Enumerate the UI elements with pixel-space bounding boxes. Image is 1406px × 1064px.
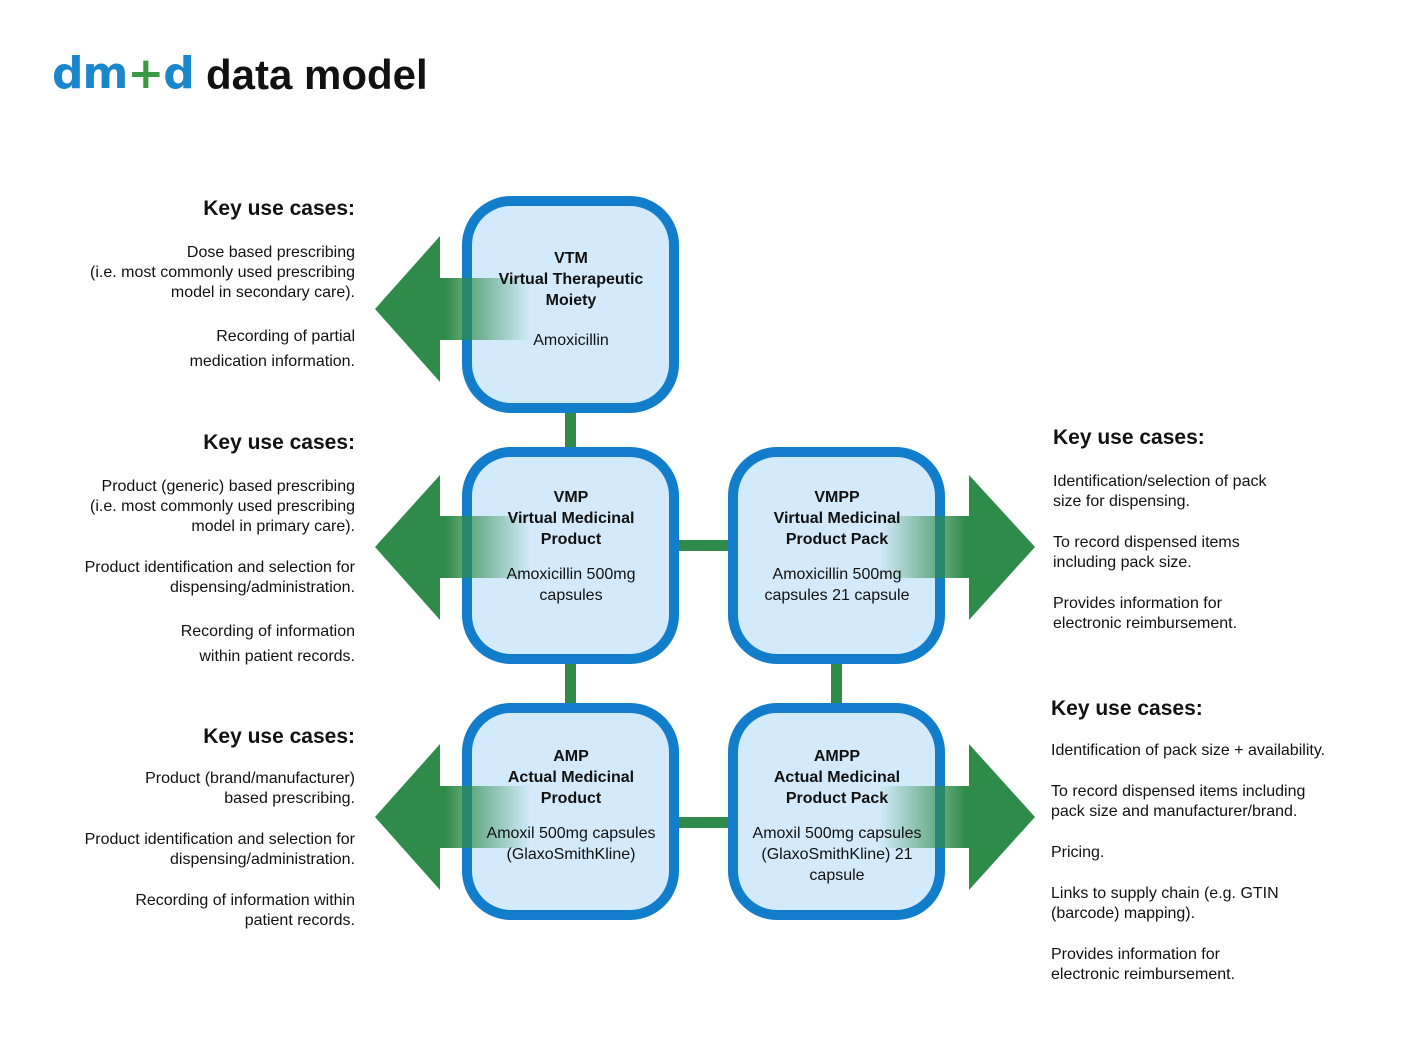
connector-vtm-vmp [565,400,576,464]
connector-amp-ampp [670,817,738,828]
amp-use-case: Product (brand/manufacturer) based presc… [145,770,355,807]
logo-plus: + [127,48,164,99]
vmpp-right-arrow [880,475,1035,620]
dmd-logo: dm+d [52,48,195,100]
vmp-use-case: Product (generic) based prescribing (i.e… [90,478,355,535]
vmp-header: VMP Virtual Medicinal Product [507,489,635,548]
vtm-use-case: Dose based prescribing (i.e. most common… [90,244,355,301]
vmp-box: VMP Virtual Medicinal Product Amoxicilli… [482,487,660,665]
amp-use-cases-heading: Key use cases: [203,725,355,748]
vmpp-use-case: Identification/selection of pack size fo… [1053,473,1267,510]
vmpp-box: VMPP Virtual Medicinal Product Pack Amox… [748,487,926,665]
vmp-use-case: Recording of information within patient … [180,623,355,665]
connector-vmpp-ampp [831,652,842,716]
amp-example: Amoxil 500mg capsules (GlaxoSmithKline) [486,825,656,863]
vtm-use-cases: Key use cases: Dose based prescribing (i… [35,197,355,395]
ampp-use-case: Links to supply chain (e.g. GTIN (barcod… [1051,885,1279,922]
logo-dm: dm [52,48,128,99]
ampp-header: AMPP Actual Medicinal Product Pack [773,748,901,807]
vmpp-use-case: Provides information for electronic reim… [1053,595,1238,632]
vtm-use-cases-heading: Key use cases: [203,197,355,220]
ampp-use-case: Identification of pack size + availabili… [1051,742,1326,759]
vmpp-use-cases-heading: Key use cases: [1053,426,1205,449]
vmp-use-cases-heading: Key use cases: [203,431,355,454]
amp-box: AMP Actual Medicinal Product Amoxil 500m… [482,746,660,924]
page-title: data model [206,51,428,98]
ampp-use-cases: Key use cases: Identification of pack si… [1051,697,1391,1006]
amp-use-case: Recording of information within patient … [135,892,355,929]
vtm-use-case: Recording of partial medication informat… [189,328,355,370]
vmpp-example: Amoxicillin 500mg capsules 21 capsule [764,566,910,604]
vmp-example: Amoxicillin 500mg capsules [506,566,636,604]
ampp-use-case: To record dispensed items including pack… [1051,783,1306,820]
logo-d: d [163,48,194,99]
vmpp-use-case: To record dispensed items including pack… [1053,534,1240,571]
ampp-box: AMPP Actual Medicinal Product Pack Amoxi… [742,746,932,924]
vtm-left-arrow [375,236,530,382]
ampp-use-case: Provides information for electronic reim… [1051,946,1236,983]
vmpp-header: VMPP Virtual Medicinal Product Pack [773,489,901,548]
amp-header: AMP Actual Medicinal Product [507,748,635,807]
amp-use-cases: Key use cases: Product (brand/manufactur… [35,725,355,952]
ampp-use-case: Pricing. [1051,844,1105,861]
amp-use-case: Product identification and selection for… [84,831,355,868]
vmpp-use-cases: Key use cases: Identification/selection … [1053,426,1373,655]
vtm-example: Amoxicillin [533,332,609,349]
connector-vmp-amp [565,652,576,716]
amp-left-arrow [375,744,530,890]
vmp-left-arrow [375,475,530,620]
ampp-right-arrow [880,744,1035,890]
vmp-use-case: Product identification and selection for… [84,559,355,596]
ampp-use-cases-heading: Key use cases: [1051,697,1203,720]
vmp-use-cases: Key use cases: Product (generic) based p… [35,431,355,690]
vtm-header: VTM Virtual Therapeutic Moiety [498,250,644,309]
connector-vmp-vmpp [670,540,738,551]
vtm-box: VTM Virtual Therapeutic Moiety Amoxicill… [482,248,660,426]
ampp-example: Amoxil 500mg capsules (GlaxoSmithKline) … [752,825,922,884]
